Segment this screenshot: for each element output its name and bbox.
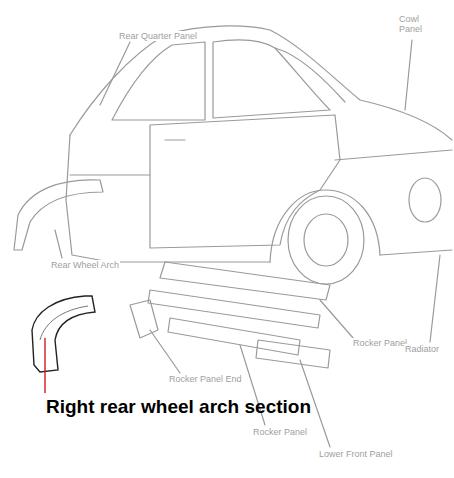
rear-body xyxy=(66,135,110,262)
leader-line xyxy=(405,40,412,110)
part-label: Rocker Panel End xyxy=(168,374,243,384)
part-label: Rocker Panel xyxy=(252,427,308,437)
leader-line xyxy=(150,330,180,373)
front-wheel xyxy=(288,196,364,284)
leader-line xyxy=(430,255,440,342)
body-crease xyxy=(70,150,452,175)
part-label: Lower Front Panel xyxy=(318,449,394,459)
pointer-line xyxy=(44,338,45,393)
arch-flange xyxy=(40,306,88,340)
sill-line xyxy=(110,261,270,262)
door-handle xyxy=(165,139,185,140)
rocker-panel-inner xyxy=(168,318,300,355)
rocker-panel-lower xyxy=(148,290,320,328)
leader-line xyxy=(55,230,62,258)
wheel-arch-section xyxy=(32,296,95,372)
caption: Right rear wheel arch section xyxy=(46,396,311,418)
front-lower xyxy=(380,250,452,255)
part-label: Rear Quarter Panel xyxy=(118,31,198,41)
part-label: Rocker Panel xyxy=(352,338,408,348)
leader-line xyxy=(100,42,130,105)
side-window xyxy=(213,40,330,118)
part-label: Rear Wheel Arch xyxy=(50,260,120,270)
rocker-end-panel xyxy=(130,300,158,338)
part-label: Cowl Panel xyxy=(398,14,444,35)
wheel-hub xyxy=(304,214,348,266)
door xyxy=(150,115,340,248)
rear-window xyxy=(112,42,205,120)
lower-front-panel xyxy=(256,340,330,368)
roof-line xyxy=(70,26,452,140)
part-label: Radiator xyxy=(404,344,440,354)
windshield xyxy=(275,48,345,102)
headlight xyxy=(409,178,441,222)
front-wheel-arch xyxy=(270,190,380,262)
rear-wheel-arch-panel xyxy=(14,180,103,250)
rocker-panel xyxy=(160,262,330,300)
